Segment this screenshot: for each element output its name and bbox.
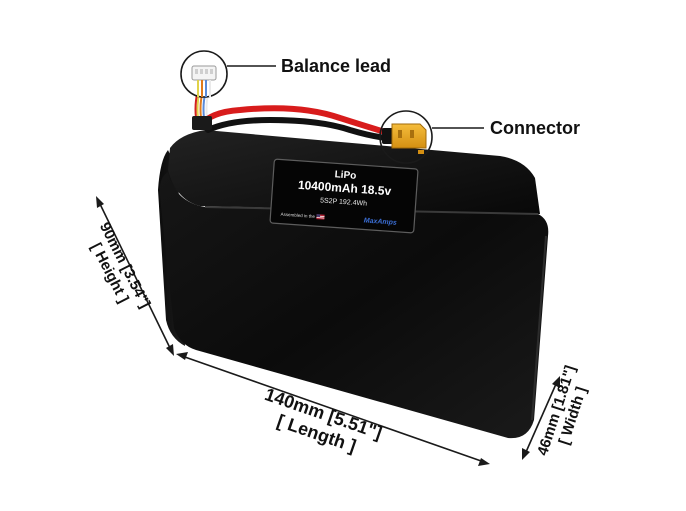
- height-dimension-arrow: [96, 196, 174, 356]
- label-capacity-voltage: 10400mAh 18.5v: [297, 178, 391, 199]
- label-assembled-text: Assembled in the: [280, 212, 315, 219]
- main-power-wire: [197, 105, 388, 135]
- wiring: [192, 83, 389, 141]
- label-config-energy: 5S2P 192.4Wh: [320, 197, 367, 207]
- connector-label: Connector: [490, 118, 580, 138]
- battery-front-face: [159, 172, 549, 439]
- xt-connector-icon: [382, 123, 427, 154]
- usa-flag-icon: [316, 214, 325, 220]
- balance-lead-label: Balance lead: [281, 56, 392, 76]
- maxamps-logo: MaxAmps: [364, 217, 398, 226]
- balance-lead-callout: [180, 50, 276, 98]
- balance-plug-icon: [191, 65, 217, 97]
- width-dimension-arrow: [522, 376, 560, 460]
- connector-circle: [379, 110, 433, 164]
- length-dimension-arrow: [176, 352, 490, 466]
- connector-callout: [379, 110, 484, 164]
- battery-label-sticker: LiPo 10400mAh 18.5v 5S2P 192.4Wh Assembl…: [269, 158, 419, 234]
- label-chemistry: LiPo: [334, 169, 356, 181]
